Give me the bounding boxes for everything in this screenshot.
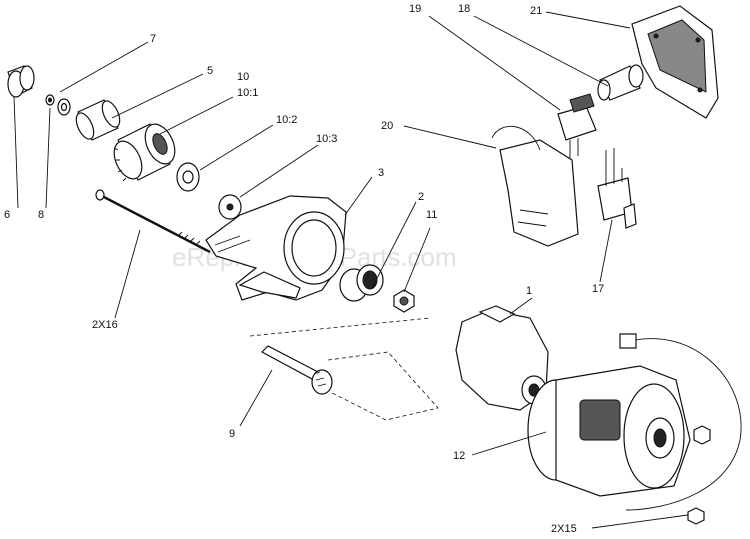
part-11-nut (393, 289, 415, 313)
callout-17: 17 (592, 283, 604, 295)
assembly-guide-lines (249, 317, 439, 421)
callout-20: 20 (381, 120, 393, 132)
callout-2x15: 2X15 (551, 523, 577, 535)
part-6-bushing (7, 65, 35, 98)
part-10-3-washer (218, 194, 242, 220)
part-2-bearing (339, 264, 384, 302)
part-5-sleeve (75, 99, 121, 141)
part-12-motor (527, 333, 742, 525)
callout-8: 8 (38, 209, 44, 221)
part-20-bracket (491, 125, 579, 247)
part-8-ring (57, 98, 71, 116)
leader-lines (13, 11, 689, 529)
part-21-cover-plate (631, 5, 719, 119)
callout-7: 7 (150, 33, 156, 45)
callout-10: 10 (237, 71, 249, 83)
callout-3: 3 (378, 167, 384, 179)
callout-11: 11 (426, 209, 437, 221)
part-10-gear-hub (113, 123, 176, 182)
part-7-washer (45, 94, 55, 106)
callout-19: 19 (409, 3, 421, 15)
part-1-motor-cap (455, 305, 549, 411)
part-18-cap (597, 64, 644, 101)
part-2x16-long-bolt (95, 189, 211, 254)
callout-10-2: 10:2 (276, 114, 297, 126)
callout-9: 9 (229, 428, 235, 440)
callout-6: 6 (4, 209, 10, 221)
callout-21: 21 (530, 5, 542, 17)
part-3-housing (205, 195, 347, 301)
part-19-switch (557, 93, 597, 158)
callout-2: 2 (418, 191, 424, 203)
part-10-2-washer (176, 162, 200, 192)
callout-5: 5 (207, 65, 213, 77)
callout-18: 18 (458, 3, 470, 15)
callout-1: 1 (526, 285, 532, 297)
part-17-connector (597, 148, 637, 229)
part-9-shaft (261, 345, 333, 395)
callout-10-1: 10:1 (237, 87, 258, 99)
callout-12: 12 (453, 450, 465, 462)
callout-2x16: 2X16 (92, 319, 118, 331)
callout-10-3: 10:3 (316, 133, 337, 145)
